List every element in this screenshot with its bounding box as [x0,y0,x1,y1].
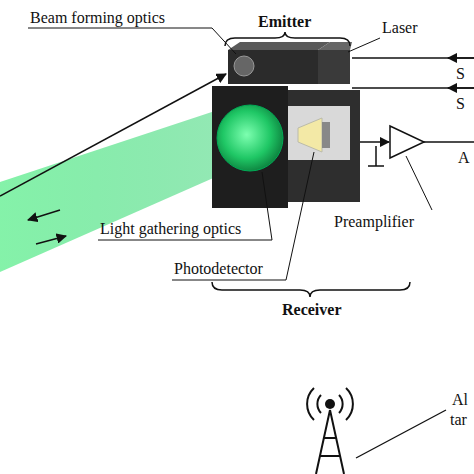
beam-arrow [36,236,66,244]
emitter-box [228,50,318,84]
part-label: Beam forming optics [30,8,165,27]
signal-wire [424,141,474,143]
part-label: Al [452,390,468,409]
leader-line [356,410,446,458]
leader-line [98,172,272,240]
laser-box [318,50,350,84]
part-label: Laser [382,18,418,37]
part-label: Preamplifier [334,212,414,231]
signal-wire [360,141,389,143]
group-label: Receiver [282,300,342,319]
signal-wire [352,57,474,59]
laser-beam [0,104,236,272]
receiver-body [280,90,360,202]
antenna-tower [316,410,344,474]
part-label: Light gathering optics [100,219,241,238]
antenna-waves [307,388,353,420]
beam-arrow [28,210,60,220]
emitter-top [228,42,330,50]
receiver-window [288,106,350,160]
signal-name: S [456,94,465,113]
receiver-brace [212,282,410,297]
leader-line [172,152,314,280]
emitter-brace [225,32,350,46]
receiver-lens [217,105,283,171]
ground-symbol [368,146,384,166]
amplifier-symbol [390,126,424,158]
laser-top [318,42,352,50]
beam-ray [0,74,226,196]
emitter-lens [234,56,254,76]
antenna-symbol [325,399,335,409]
part-label: Photodetector [174,259,263,278]
photodetector [322,122,330,148]
part-label: tar [450,410,467,429]
leader-line [28,28,236,54]
signal-arrow [448,87,474,89]
signal-name: A [458,148,470,167]
leader-line [348,38,380,52]
photodetector-cone [298,118,322,152]
receiver-front [212,86,288,208]
signal-arrow [448,57,474,59]
signal-name: S [456,64,465,83]
signal-wire [352,87,474,89]
leader-line [406,156,432,210]
group-label: Emitter [258,12,311,31]
